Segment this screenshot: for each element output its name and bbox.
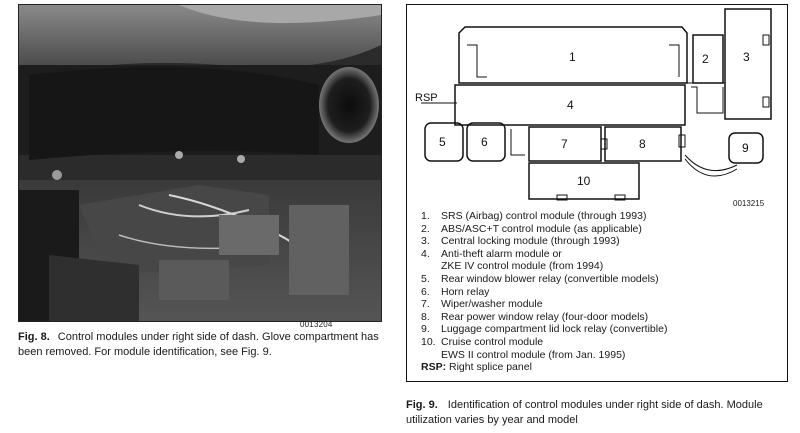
module-4-number: 4 [567, 98, 574, 112]
module-8-number: 8 [639, 137, 646, 151]
module-5-shape [424, 122, 464, 162]
figure8-caption-text: Control modules under right side of dash… [18, 331, 379, 358]
legend-rsp: RSP: Right splice panel [421, 361, 532, 374]
diagram-image-code: 0013215 [733, 199, 765, 208]
module-10-number: 10 [577, 174, 591, 188]
module-5-number: 5 [439, 135, 446, 149]
module-2-shape [692, 34, 724, 84]
rsp-label: RSP [415, 92, 438, 104]
legend-item: 5.Rear window blower relay (convertible … [421, 272, 659, 285]
module-9-number: 9 [742, 141, 749, 155]
legend-item: 6.Horn relay [421, 285, 490, 298]
photo-image-code: 0013204 [300, 320, 333, 329]
legend-item: 3.Central locking module (through 1993) [421, 235, 620, 248]
legend-item: 1.SRS (Airbag) control module (through 1… [421, 210, 647, 222]
legend-item: 9.Luggage compartment lid lock relay (co… [421, 323, 668, 336]
module-10-shape [528, 162, 640, 200]
figure9-label: Fig. 9. [406, 399, 438, 411]
dashboard-photo [18, 4, 382, 322]
module-2-number: 2 [702, 52, 709, 66]
legend-item: 2.ABS/ASC+T control module (as applicabl… [421, 222, 642, 235]
module-1-shape [458, 26, 688, 84]
legend-item: 8.Rear power window relay (four-door mod… [421, 310, 649, 323]
figure9-caption: Fig. 9.Identification of control modules… [406, 398, 796, 428]
legend-item: 7.Wiper/washer module [421, 298, 543, 311]
module-3-number: 3 [743, 50, 750, 64]
module-8-shape [604, 126, 682, 162]
module-7-number: 7 [561, 137, 568, 151]
module-6-shape [466, 122, 506, 162]
figure8-caption: Fig. 8.Control modules under right side … [18, 330, 390, 360]
module-legend: 1.SRS (Airbag) control module (through 1… [421, 210, 781, 374]
module-layout-diagram: 1 2 3 4 5 6 7 8 9 10 RSP [415, 8, 772, 201]
module-1-number: 1 [569, 50, 576, 64]
module-6-number: 6 [481, 135, 488, 149]
figure8-label: Fig. 8. [18, 331, 50, 343]
module-4-shape [454, 84, 686, 126]
module-diagram-panel: 1 2 3 4 5 6 7 8 9 10 RSP 0013215 1.SRS (… [406, 4, 788, 382]
module-3-shape [724, 8, 772, 120]
module-9-shape [728, 132, 764, 164]
dashboard-photo-graphic [19, 5, 381, 321]
figure9-caption-text: Identification of control modules under … [406, 399, 763, 426]
